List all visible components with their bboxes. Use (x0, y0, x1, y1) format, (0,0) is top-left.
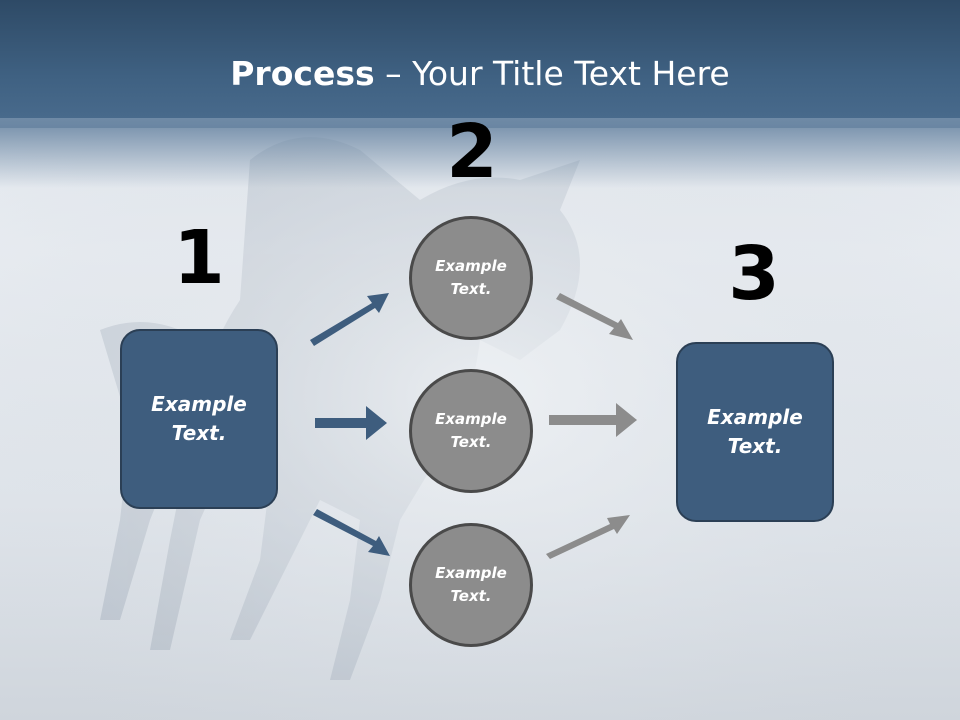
slide-title: Process – Your Title Text Here (0, 52, 960, 96)
gray-arrows (546, 293, 637, 559)
blue-arrows (310, 293, 390, 556)
header-band (0, 0, 960, 128)
step-number-1: 1 (173, 215, 225, 301)
title-rest: – Your Title Text Here (374, 54, 730, 93)
arrow-box1-to-circle-bottom (313, 509, 390, 556)
arrow-circle-bottom-to-box3 (546, 515, 630, 559)
step-2-circle-bottom: Example Text. (409, 523, 533, 647)
step-3-box-text: Example Text. (707, 405, 803, 458)
header-fade (0, 118, 960, 188)
title-bold: Process (230, 54, 375, 93)
arrow-box1-to-circle-top (310, 293, 389, 346)
step-3-box: Example Text. (676, 342, 834, 522)
arrow-circle-top-to-box3 (556, 293, 633, 340)
circle-top-text: Example Text. (435, 257, 507, 298)
step-2-circle-top: Example Text. (409, 216, 533, 340)
step-1-box-text: Example Text. (151, 392, 247, 445)
arrow-circle-middle-to-box3 (549, 403, 637, 437)
circle-bottom-text: Example Text. (435, 564, 507, 605)
step-1-box: Example Text. (120, 329, 278, 509)
step-2-circle-middle: Example Text. (409, 369, 533, 493)
arrow-box1-to-circle-middle (315, 406, 387, 440)
step-number-2: 2 (446, 109, 498, 195)
circle-middle-text: Example Text. (435, 410, 507, 451)
step-number-3: 3 (728, 231, 780, 317)
